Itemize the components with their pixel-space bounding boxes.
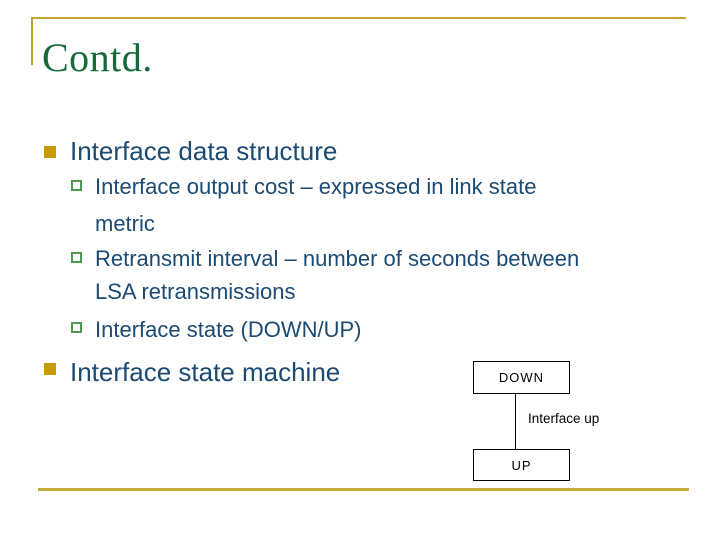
bottom-accent-rule	[38, 488, 689, 491]
state-transition-line	[515, 394, 516, 449]
state-down-box: DOWN	[473, 361, 570, 394]
sub-bullet-square-icon	[71, 252, 82, 263]
sub-bullet-item-line: Interface output cost – expressed in lin…	[95, 174, 537, 199]
sub-bullet-item-line: Retransmit interval – number of seconds …	[95, 246, 580, 271]
sub-bullet-item-line: metric	[95, 211, 155, 236]
state-up-box: UP	[473, 449, 570, 481]
sub-bullet-square-icon	[71, 322, 82, 333]
left-accent-rule	[31, 17, 33, 65]
bullet-item: Interface state machine	[70, 357, 341, 387]
bullet-square-icon	[44, 363, 56, 375]
state-transition-label: Interface up	[528, 411, 600, 426]
top-accent-rule	[31, 17, 686, 19]
slide-title: Contd.	[42, 35, 153, 80]
sub-bullet-item-line: Interface state (DOWN/UP)	[95, 317, 362, 342]
bullet-square-icon	[44, 146, 56, 158]
bullet-item: Interface data structure	[70, 136, 338, 166]
sub-bullet-item-line: LSA retransmissions	[95, 279, 296, 304]
sub-bullet-square-icon	[71, 180, 82, 191]
